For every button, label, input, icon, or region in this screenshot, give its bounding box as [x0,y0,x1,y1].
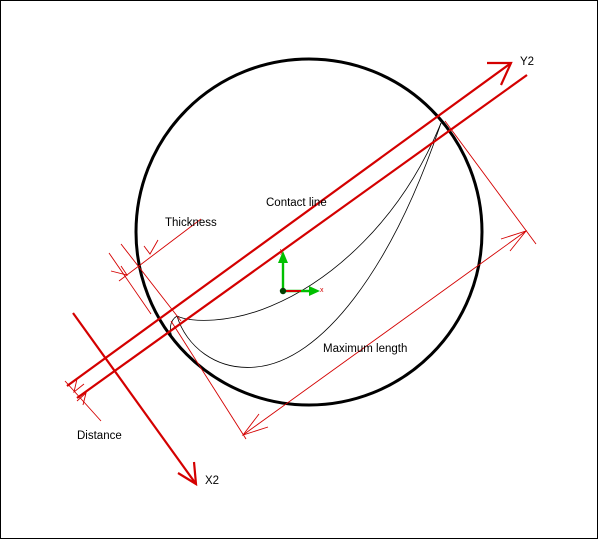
y2-axis-line [66,62,512,387]
maxlength-dimension-line [242,230,527,436]
maxlength-extension-2 [444,120,537,245]
x2-axis-line [72,312,197,485]
x2-axis-arrowhead [177,461,198,487]
contact-line [76,74,528,399]
blade-pressure-curve [176,122,442,368]
thickness-arrow-2 [143,239,159,255]
thickness-extension-1 [108,252,152,315]
maxlength-extension-1 [170,320,247,440]
maximum-length-label: Maximum length [323,343,407,355]
distance-arrow-1 [73,378,85,394]
thickness-arrow-1 [110,265,129,276]
triad-y-label: y [280,248,284,255]
y2-axis-arrowhead [487,61,513,86]
coordinate-triad: x y [278,248,324,296]
maxlength-arrow-1 [241,413,269,436]
triad-y-arrowhead [278,251,288,263]
distance-arrow-2 [76,391,87,406]
thickness-label: Thickness [165,217,217,229]
maxlength-arrow-2 [500,230,528,252]
triad-x-label: x [320,287,324,294]
thickness-dimension-line [118,218,202,282]
blade-suction-curve [176,122,442,321]
triad-origin [279,287,287,295]
distance-dimension-line [64,380,102,422]
x2-label: X2 [205,475,219,487]
blade-leading-edge [169,315,178,340]
contact-line-label: Contact line [266,197,327,209]
bounding-circle [134,57,484,407]
y2-label: Y2 [520,56,534,68]
thickness-extension-2 [120,243,182,322]
distance-label: Distance [77,430,122,442]
triad-x-arrowhead [309,286,320,296]
